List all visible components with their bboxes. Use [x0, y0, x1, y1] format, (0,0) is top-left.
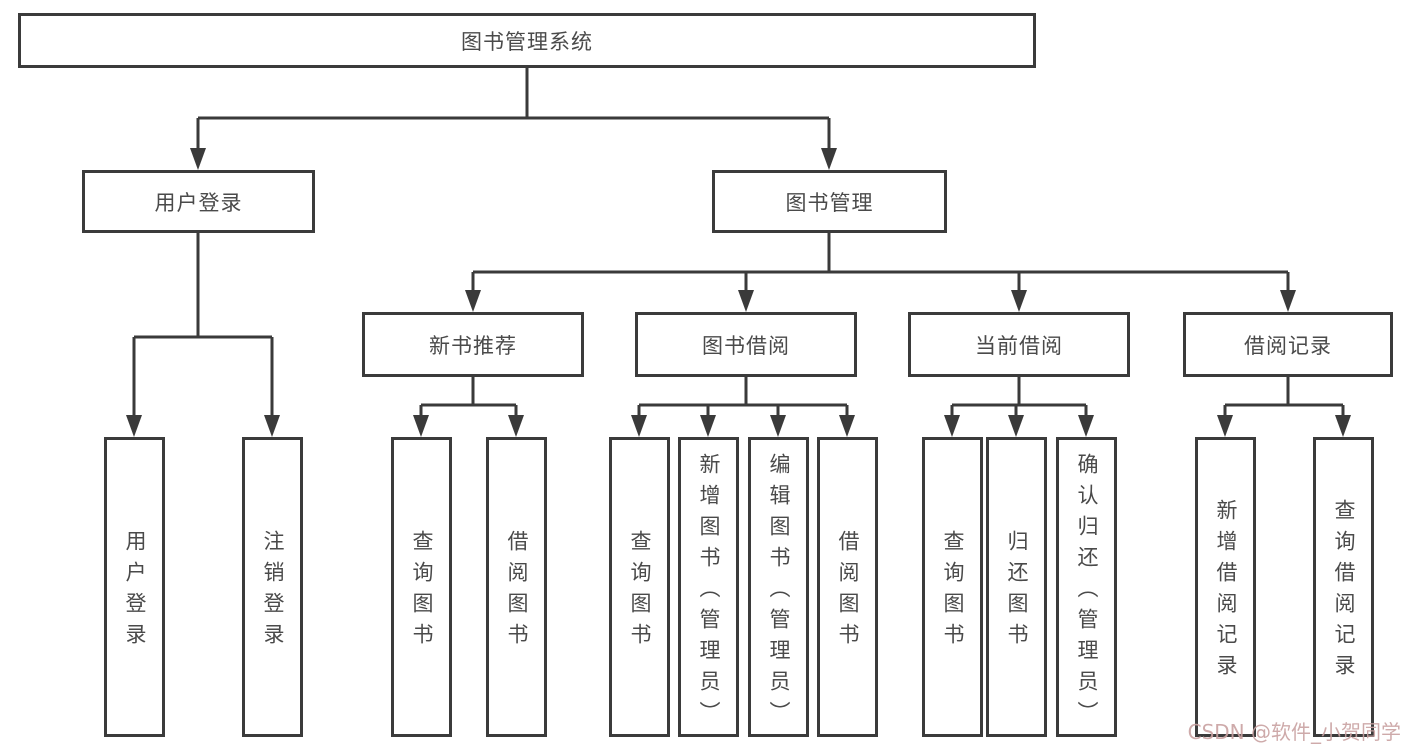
arrowhead-icon [508, 415, 524, 437]
node-leaf-query-borrow-record-label: 查询借阅记录 [1332, 499, 1356, 685]
connector-current-borrow-children [944, 377, 1094, 437]
node-borrow-records-label: 借阅记录 [1244, 333, 1332, 358]
node-book-management: 图书管理 [712, 170, 947, 233]
node-leaf-borrow-books-1-label: 借阅图书 [505, 530, 529, 654]
node-new-book-recommend: 新书推荐 [362, 312, 584, 377]
arrowhead-icon [944, 415, 960, 437]
node-leaf-add-borrow-record-label: 新增借阅记录 [1214, 499, 1238, 685]
node-leaf-confirm-return-admin-label: 确认归还（管理员） [1075, 452, 1099, 732]
arrowhead-icon [1280, 290, 1296, 312]
node-leaf-query-books-3-label: 查询图书 [941, 530, 965, 654]
arrowhead-icon [465, 290, 481, 312]
node-leaf-query-books-2-label: 查询图书 [628, 530, 652, 654]
node-leaf-query-books-2: 查询图书 [609, 437, 670, 737]
arrowhead-icon [190, 148, 206, 170]
node-user-login-label: 用户登录 [154, 190, 243, 215]
node-leaf-add-books-admin: 新增图书（管理员） [678, 437, 739, 737]
node-root-library-system: 图书管理系统 [18, 13, 1036, 68]
node-leaf-borrow-books-1: 借阅图书 [486, 437, 547, 737]
node-leaf-query-books-1-label: 查询图书 [410, 530, 434, 654]
arrowhead-icon [839, 415, 855, 437]
node-leaf-borrow-books-2-label: 借阅图书 [836, 530, 860, 654]
arrowhead-icon [264, 415, 280, 437]
node-leaf-confirm-return-admin: 确认归还（管理员） [1056, 437, 1117, 737]
node-leaf-edit-books-admin-label: 编辑图书（管理员） [767, 452, 791, 732]
node-leaf-logout: 注销登录 [242, 437, 303, 737]
node-leaf-add-books-admin-label: 新增图书（管理员） [697, 452, 721, 732]
connector-borrow-records-children [1217, 377, 1351, 437]
node-borrow-records: 借阅记录 [1183, 312, 1393, 377]
arrowhead-icon [1335, 415, 1351, 437]
arrowhead-icon [1217, 415, 1233, 437]
node-current-borrow: 当前借阅 [908, 312, 1130, 377]
arrowhead-icon [821, 148, 837, 170]
arrowhead-icon [770, 415, 786, 437]
node-leaf-user-login-label: 用户登录 [123, 530, 147, 654]
node-book-management-label: 图书管理 [785, 190, 874, 215]
arrowhead-icon [1011, 290, 1027, 312]
node-leaf-logout-label: 注销登录 [261, 530, 285, 654]
connector-root-to-level1 [190, 68, 837, 170]
connector-book-borrow-children [631, 377, 855, 437]
node-new-book-recommend-label: 新书推荐 [429, 333, 517, 358]
node-leaf-edit-books-admin: 编辑图书（管理员） [748, 437, 809, 737]
connector-user-login-children [126, 233, 280, 437]
node-book-borrow-label: 图书借阅 [702, 333, 790, 358]
node-leaf-query-books-3: 查询图书 [922, 437, 983, 737]
node-user-login: 用户登录 [82, 170, 315, 233]
node-leaf-add-borrow-record: 新增借阅记录 [1195, 437, 1256, 737]
arrowhead-icon [738, 290, 754, 312]
connector-book-mgmt-to-level2 [465, 233, 1296, 312]
node-leaf-query-borrow-record: 查询借阅记录 [1313, 437, 1374, 737]
node-root-label: 图书管理系统 [461, 29, 593, 54]
node-leaf-user-login: 用户登录 [104, 437, 165, 737]
arrowhead-icon [631, 415, 647, 437]
node-leaf-return-books-label: 归还图书 [1005, 530, 1029, 654]
node-leaf-return-books: 归还图书 [986, 437, 1047, 737]
node-leaf-query-books-1: 查询图书 [391, 437, 452, 737]
arrowhead-icon [700, 415, 716, 437]
node-current-borrow-label: 当前借阅 [975, 333, 1063, 358]
connector-new-book-children [413, 377, 524, 437]
arrowhead-icon [413, 415, 429, 437]
node-book-borrow: 图书借阅 [635, 312, 857, 377]
arrowhead-icon [126, 415, 142, 437]
node-leaf-borrow-books-2: 借阅图书 [817, 437, 878, 737]
arrowhead-icon [1008, 415, 1024, 437]
arrowhead-icon [1078, 415, 1094, 437]
